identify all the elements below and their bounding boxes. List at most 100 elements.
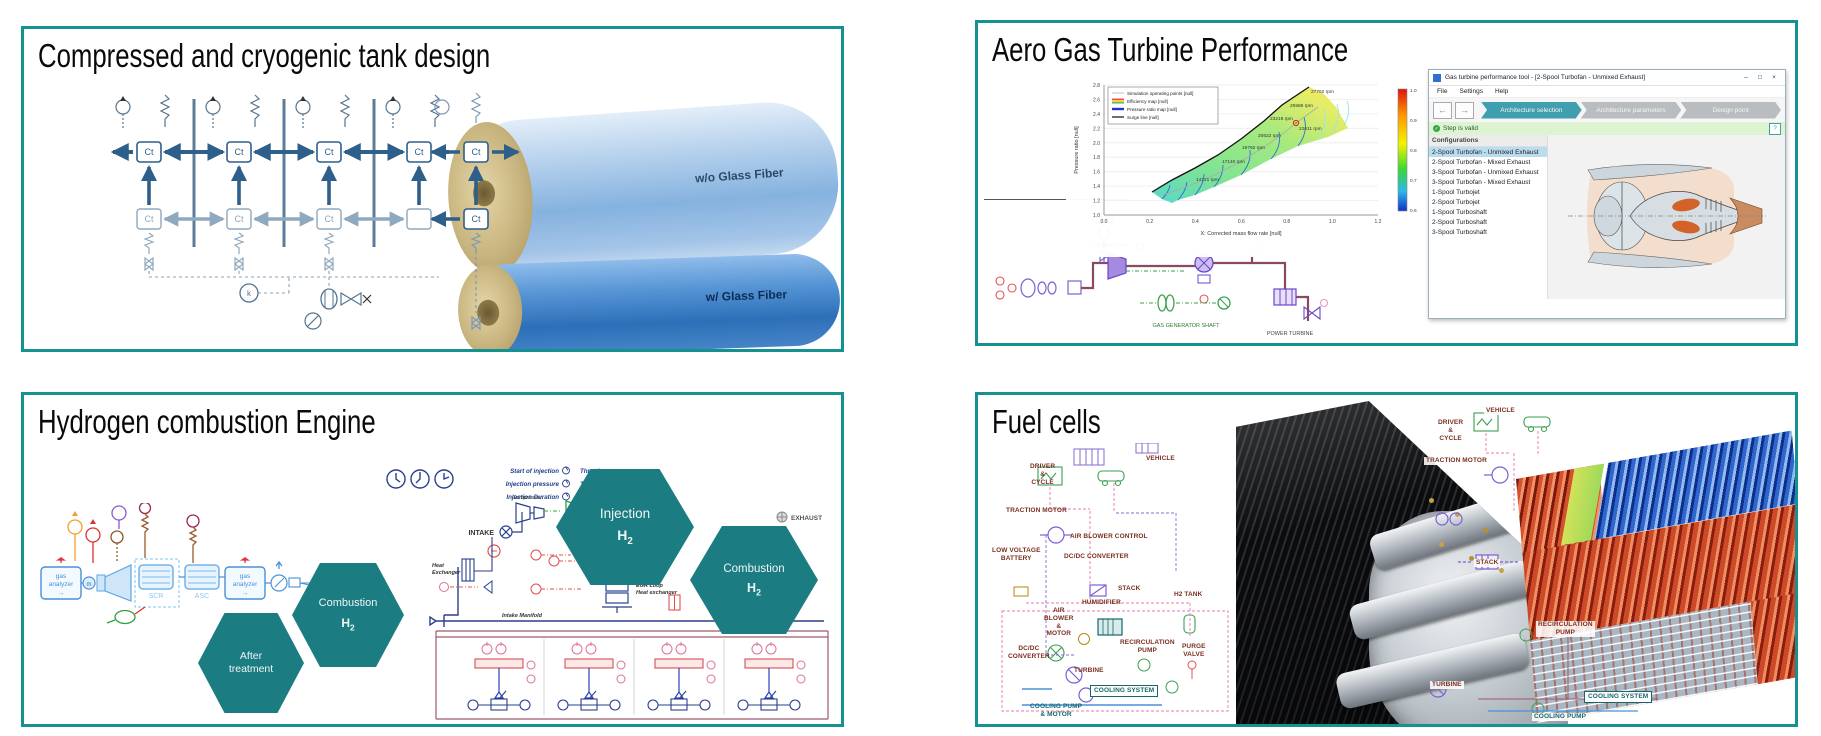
schematic-label: DC/DC CONVERTER bbox=[1008, 645, 1050, 660]
svg-text:14121 rpm: 14121 rpm bbox=[1196, 177, 1219, 183]
tab-architecture-selection[interactable]: Architecture selection bbox=[1481, 101, 1582, 119]
schematic-label: COOLING PUMP & MOTOR bbox=[1030, 703, 1083, 718]
colorbar: 1.0 0.9 0.8 0.7 0.6 bbox=[1397, 88, 1417, 214]
svg-text:2.6: 2.6 bbox=[1093, 97, 1100, 103]
chart-legend: Simulation operating points [null] Effic… bbox=[1107, 86, 1219, 125]
configurations-header: Configurations bbox=[1429, 135, 1547, 147]
bottom-valves bbox=[143, 232, 335, 272]
hexagon-label: Combustion bbox=[723, 562, 785, 575]
schematic-label: TRACTION MOTOR bbox=[1424, 457, 1489, 465]
ct-node-label: Ct bbox=[325, 147, 334, 157]
svg-text:0.6: 0.6 bbox=[1410, 208, 1417, 214]
svg-text:22611 rpm: 22611 rpm bbox=[1299, 126, 1322, 132]
hexagon-label: Injection bbox=[599, 505, 651, 521]
svg-text:0.8: 0.8 bbox=[1283, 219, 1290, 225]
menu-bar: File Settings Help bbox=[1429, 86, 1785, 98]
help-button[interactable]: ? bbox=[1769, 122, 1781, 135]
tank-hydraulic-schematic: Ct Ct Ct Ct bbox=[110, 94, 469, 330]
menu-settings[interactable]: Settings bbox=[1459, 88, 1483, 95]
exhaust-group: EXHAUST bbox=[776, 511, 822, 523]
schematic-label: AIR BLOWER CONTROL bbox=[1070, 533, 1148, 540]
forward-button[interactable]: → bbox=[1455, 101, 1474, 119]
svg-text:1.8: 1.8 bbox=[1093, 155, 1100, 161]
config-item[interactable]: 3-Spool Turboshaft bbox=[1432, 228, 1487, 236]
intake-label: INTAKE bbox=[468, 530, 494, 537]
wizard-nav: ← → Architecture selection Architecture … bbox=[1429, 98, 1785, 122]
status-check-icon: ✓ bbox=[1433, 125, 1440, 132]
back-button[interactable]: ← bbox=[1433, 101, 1452, 119]
schematic-label: LOW VOLTAGE BATTERY bbox=[992, 547, 1041, 562]
config-item[interactable]: 3-Spool Turbofan - Mixed Exhaust bbox=[1432, 178, 1531, 186]
panel-title: Fuel cells bbox=[992, 403, 1101, 440]
svg-text:Start of injection: Start of injection bbox=[510, 468, 559, 475]
ct-row-1: Ct Ct Ct Ct bbox=[110, 141, 469, 163]
gas-generator-shaft-group: GAS GENERATOR SHAFT bbox=[1140, 294, 1231, 329]
close-button[interactable]: × bbox=[1772, 74, 1776, 81]
top-sensors bbox=[115, 94, 441, 129]
minimize-button[interactable]: – bbox=[1744, 74, 1748, 81]
speed-lines-high bbox=[1317, 100, 1350, 140]
power-turbine-label: POWER TURBINE bbox=[1267, 331, 1314, 337]
compressor-label: Compressor bbox=[512, 495, 543, 501]
schematic-label: RECIRCULATION PUMP bbox=[1120, 639, 1175, 654]
svg-text:Efficiency map [null]: Efficiency map [null] bbox=[1127, 99, 1168, 104]
ct-node-label: Ct bbox=[472, 147, 481, 157]
bottom-network bbox=[148, 271, 439, 294]
schematic-label: H2 TANK bbox=[1174, 591, 1203, 598]
svg-text:Injection pressure: Injection pressure bbox=[506, 481, 560, 488]
svg-text:2.4: 2.4 bbox=[1093, 112, 1100, 118]
config-item[interactable]: 2-Spool Turbofan - Mixed Exhaust bbox=[1432, 158, 1531, 166]
gas-analyzer-label: gas bbox=[240, 573, 251, 580]
svg-text:1.2: 1.2 bbox=[1093, 199, 1100, 205]
config-item[interactable]: 2-Spool Turbofan - Unmixed Exhaust bbox=[1429, 147, 1547, 157]
svg-text:Injection Duration: Injection Duration bbox=[506, 494, 559, 501]
operating-points-line bbox=[1161, 106, 1319, 196]
svg-text:Simulation operating points [n: Simulation operating points [null] bbox=[1127, 91, 1193, 96]
panel-title: Hydrogen combustion Engine bbox=[38, 403, 376, 440]
gas-generator-shaft-label: GAS GENERATOR SHAFT bbox=[1152, 323, 1220, 329]
config-item[interactable]: 2-Spool Turbojet bbox=[1432, 198, 1480, 206]
schematic-label: HUMIDIFIER bbox=[1082, 599, 1121, 606]
x-axis-label: X: Corrected mass flow rate [null] bbox=[1200, 231, 1281, 237]
panel-aero-gas-turbine: Aero Gas Turbine Performance CENTRIFUGAL… bbox=[975, 20, 1798, 346]
gas-analyzer-label: analyzer bbox=[233, 581, 258, 588]
tab-architecture-parameters[interactable]: Architecture parameters bbox=[1580, 101, 1682, 119]
heat-exchanger-label: Heat bbox=[432, 563, 445, 569]
schematic-label: DC/DC CONVERTER bbox=[1064, 553, 1129, 560]
config-item[interactable]: 2-Spool Turboshaft bbox=[1432, 218, 1487, 226]
heat-exchanger-label: Exchanger bbox=[432, 570, 461, 576]
config-item[interactable]: 1-Spool Turbojet bbox=[1432, 188, 1480, 196]
menu-help[interactable]: Help bbox=[1494, 88, 1509, 95]
menu-file[interactable]: File bbox=[1437, 88, 1448, 95]
y-axis-label: Pressure ratio [null] bbox=[1074, 126, 1080, 174]
intake-manifold-label: Intake Manifold bbox=[502, 613, 543, 619]
ct-node-label: Ct bbox=[325, 214, 334, 224]
speed-labels: 27762 rpm 25586 rpm 23219 rpm 22611 rpm … bbox=[1196, 89, 1334, 183]
pump-group: k bbox=[239, 283, 372, 330]
egr-label: EGR Loop bbox=[636, 583, 664, 589]
svg-text:1.0: 1.0 bbox=[1093, 213, 1100, 219]
schematic-label: RECIRCULATION PUMP bbox=[1536, 621, 1595, 637]
config-item[interactable]: 3-Spool Turbofan - Unmixed Exhaust bbox=[1432, 168, 1539, 176]
ct-node-label: Ct bbox=[472, 214, 481, 224]
svg-text:1.2: 1.2 bbox=[1375, 219, 1382, 225]
panel-fuel-cells: Fuel cells bbox=[975, 392, 1798, 727]
svg-text:0.2: 0.2 bbox=[1146, 219, 1153, 225]
aftertreatment-schematic: gas analyzer → gas analyzer → m SCR ASC bbox=[40, 503, 320, 625]
ct-node-label: Ct bbox=[235, 147, 244, 157]
exhaust-label: EXHAUST bbox=[791, 515, 822, 522]
turbofan-cross-section bbox=[1567, 164, 1766, 268]
hexagon-label: treatment bbox=[228, 663, 274, 675]
schematic-label: COOLING SYSTEM bbox=[1090, 685, 1159, 697]
config-item[interactable]: 1-Spool Turboshaft bbox=[1432, 208, 1487, 216]
window-titlebar[interactable]: Gas turbine performance tool - [2-Spool … bbox=[1429, 70, 1785, 86]
mass-flow-label: m bbox=[87, 582, 92, 588]
egr-label: Heat exchanger bbox=[636, 590, 678, 596]
tab-design-point[interactable]: Design point bbox=[1680, 101, 1782, 119]
panel-title: Compressed and cryogenic tank design bbox=[38, 37, 491, 74]
ct-node-label: Ct bbox=[415, 147, 424, 157]
timing-icons bbox=[386, 469, 454, 489]
maximize-button[interactable]: □ bbox=[1758, 74, 1762, 81]
tank-label: w/o Glass Fiber bbox=[694, 165, 785, 186]
